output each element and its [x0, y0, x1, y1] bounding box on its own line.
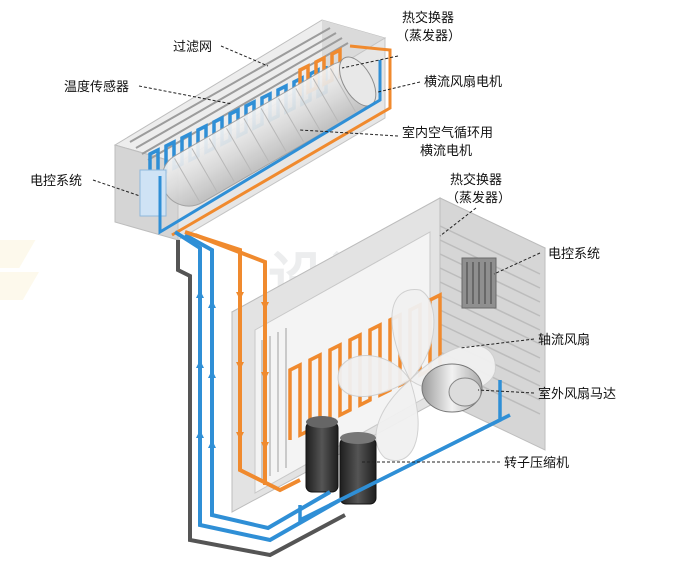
indoor-unit [113, 19, 392, 241]
pipe-cold-2 [184, 233, 332, 531]
label-crossflow-fan-motor: 横流风扇电机 [424, 74, 502, 90]
outdoor-unit [230, 197, 547, 523]
label-outdoor-heat-exchanger-note: （蒸发器） [446, 190, 511, 206]
indoor-control-box [139, 169, 167, 217]
label-outdoor-heat-exchanger: 热交换器 [450, 172, 502, 188]
label-compressor: 转子压缩机 [504, 455, 569, 471]
pipe-hot-2 [194, 233, 267, 485]
refrigerant-pipes [173, 230, 346, 558]
label-indoor-heat-exchanger-note: （蒸发器） [396, 28, 461, 44]
label-axial-fan: 轴流风扇 [538, 332, 590, 348]
outdoor-control-box [461, 257, 497, 309]
label-outdoor-control-system: 电控系统 [548, 247, 600, 262]
pipe-dark [176, 240, 346, 558]
label-circulation-motor-2: 横流电机 [420, 144, 472, 159]
label-temp-sensor: 温度传感器 [64, 79, 129, 95]
label-indoor-control-system: 电控系统 [30, 174, 82, 189]
flow-arrows [196, 290, 269, 450]
indoor-hot-coil [298, 47, 349, 96]
label-circulation-motor-1: 室内空气循环用 [402, 125, 493, 141]
leader-lines [92, 45, 541, 463]
label-fan-motor: 室外风扇马达 [538, 386, 616, 402]
label-filter: 过滤网 [173, 40, 212, 55]
fan-motor [421, 363, 483, 413]
crossflow-fan [161, 56, 377, 207]
labels: 过滤网 温度传感器 热交换器 （蒸发器） 横流风扇电机 室内空气循环用 横流电机… [30, 10, 616, 471]
pipe-cold-1 [173, 230, 341, 543]
label-indoor-heat-exchanger: 热交换器 [402, 10, 454, 26]
